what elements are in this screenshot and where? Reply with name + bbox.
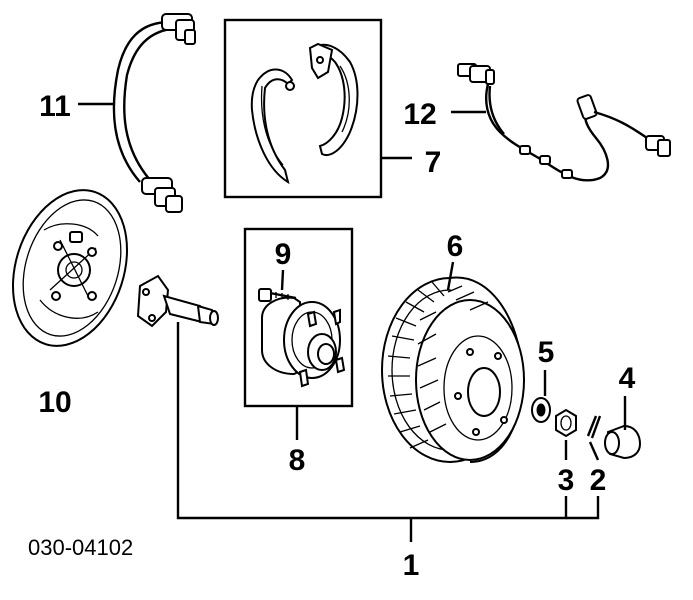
spindle-part — [136, 274, 219, 328]
brake-hose-part — [112, 13, 196, 213]
abs-sensor-part — [457, 63, 671, 182]
callout-9: 9 — [275, 238, 292, 271]
washer-part — [531, 397, 551, 423]
callout-6: 6 — [447, 230, 464, 263]
grease-cap-part — [604, 424, 642, 460]
hub-box — [243, 227, 354, 408]
callout-4: 4 — [619, 362, 636, 395]
cotter-pin-part — [586, 415, 602, 439]
leader-lines — [78, 102, 627, 542]
backing-plate-part — [12, 189, 128, 347]
nut-part — [555, 408, 577, 438]
brake-shoe-set-part — [223, 18, 383, 199]
brake-shoe-box — [223, 18, 383, 199]
callout-3: 3 — [558, 464, 575, 497]
callout-12: 12 — [403, 98, 436, 131]
callout-7: 7 — [425, 146, 442, 179]
diagram-code: 030-04102 — [28, 535, 133, 560]
brake-drum-part — [381, 276, 525, 463]
callout-8: 8 — [289, 444, 306, 477]
callout-10: 10 — [38, 386, 71, 419]
callout-2: 2 — [590, 464, 607, 497]
callout-5: 5 — [538, 336, 555, 369]
hub-assembly-part — [243, 227, 354, 408]
hub-bolt-part — [258, 288, 297, 302]
callout-1: 1 — [403, 549, 420, 582]
callout-11: 11 — [39, 90, 71, 123]
